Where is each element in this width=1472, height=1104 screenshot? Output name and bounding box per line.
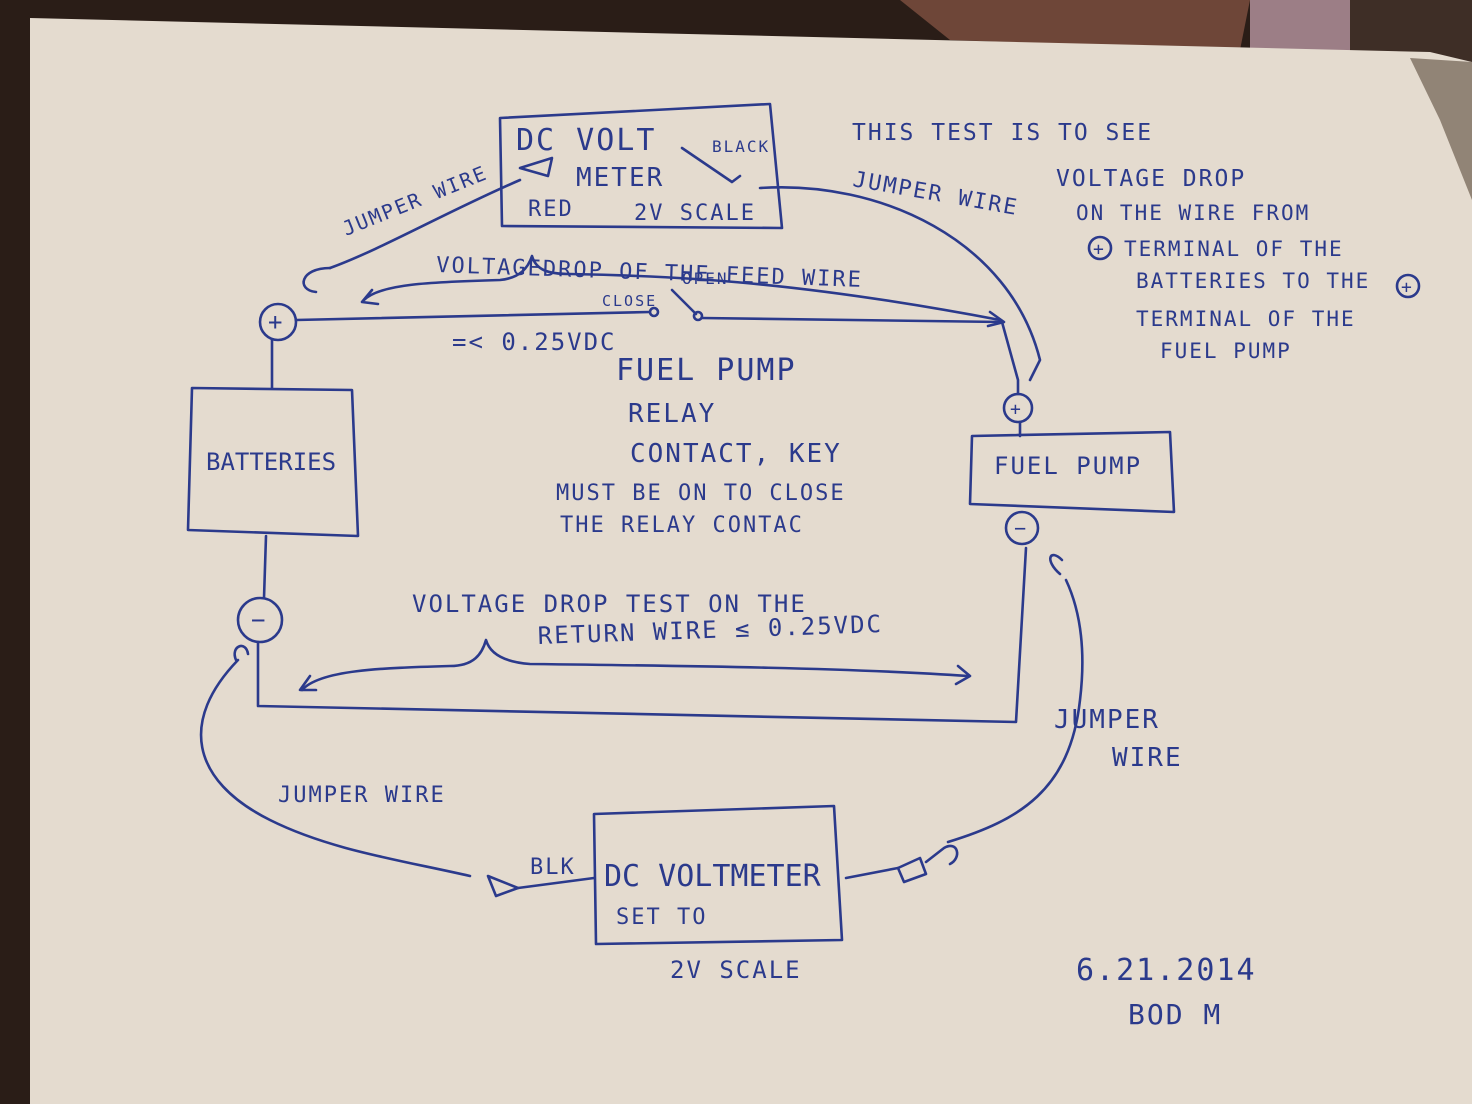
- batteries-box: [186, 386, 360, 538]
- pump-plus-sign: +: [1010, 399, 1023, 420]
- top-meter-scale: 2V SCALE: [634, 201, 756, 226]
- bottom-left-clip: [233, 644, 250, 662]
- signature-date: 6.21.2014: [1076, 953, 1257, 988]
- top-meter-box: [498, 102, 784, 230]
- relay-switch-contact-a: [648, 306, 660, 318]
- relay-line5: THE RELAY CONTAC: [560, 513, 804, 538]
- relay-line3: CONTACT, KEY: [630, 439, 842, 469]
- jumper-label-bottom-right-1: JUMPER: [1054, 705, 1160, 735]
- top-red-clip: [302, 266, 332, 294]
- return-bracket: [300, 638, 970, 692]
- note-line1: THIS TEST IS TO SEE: [852, 120, 1153, 146]
- note-plus-circle-2: [1395, 273, 1421, 299]
- note-line7: FUEL PUMP: [1160, 339, 1292, 363]
- top-meter-black-label: BLACK: [712, 137, 770, 156]
- bottom-right-clip: [1049, 553, 1064, 576]
- top-black-probe: [680, 146, 742, 184]
- top-black-jumper: [758, 186, 1042, 382]
- feed-value: =< 0.25VDC: [452, 328, 617, 356]
- note-line6: TERMINAL OF THE: [1136, 307, 1356, 331]
- relay-line4: MUST BE ON TO CLOSE: [556, 481, 846, 506]
- relay-line1: FUEL PUMP: [616, 353, 797, 388]
- feed-arrow-left: [360, 288, 380, 306]
- signature-name: BOD M: [1128, 998, 1222, 1031]
- pump-minus-terminal: [1004, 510, 1040, 546]
- top-meter-line2: METER: [576, 163, 664, 193]
- battery-minus-lead: [262, 534, 268, 600]
- switch-close-label: CLOSE: [602, 292, 657, 310]
- note-line2: VOLTAGE DROP: [1056, 166, 1246, 192]
- relay-line2: RELAY: [628, 399, 716, 429]
- return-line1: VOLTAGE DROP TEST ON THE: [412, 590, 807, 618]
- jumper-label-bottom-left: JUMPER WIRE: [278, 783, 446, 808]
- bottom-meter-box: [592, 804, 844, 946]
- note-line5: BATTERIES TO THE: [1136, 269, 1370, 293]
- feed-arrow-right: [986, 310, 1006, 328]
- paper-shadow: [1410, 58, 1472, 200]
- bottom-red-lead: [844, 866, 900, 880]
- note-plus-1: +: [1093, 239, 1106, 260]
- battery-minus-sign: −: [251, 606, 267, 634]
- top-meter-red-label: RED: [528, 197, 574, 222]
- top-red-probe: [518, 156, 554, 178]
- feed-wire: [294, 310, 652, 322]
- bottom-right-clip-end: [924, 844, 959, 866]
- bottom-left-probe: [486, 874, 520, 898]
- note-plus-2: +: [1401, 277, 1414, 298]
- fabric-top-highlight: [900, 0, 1250, 50]
- fuel-pump-label: FUEL PUMP: [994, 452, 1142, 480]
- return-arrow-right: [954, 664, 972, 686]
- note-plus-circle-1: [1087, 235, 1113, 261]
- top-red-jumper: [328, 178, 522, 270]
- feed-bracket: [362, 254, 1002, 322]
- relay-switch-contact-b: [692, 310, 704, 322]
- top-meter-line1: DC VOLT: [516, 123, 656, 158]
- return-arrow-left: [298, 674, 318, 692]
- feed-wire-to-pump: [700, 316, 1020, 396]
- batteries-label: BATTERIES: [206, 448, 336, 476]
- switch-open-label: OPEN: [682, 269, 729, 288]
- battery-minus-terminal: [236, 596, 284, 644]
- bottom-left-jumper: [199, 658, 472, 878]
- bottom-meter-blk: BLK: [530, 855, 576, 880]
- battery-plus-sign: +: [268, 308, 284, 336]
- note-line3: ON THE WIRE FROM: [1076, 201, 1310, 225]
- bottom-meter-line1: DC VOLTMETER: [604, 859, 822, 894]
- note-line4: TERMINAL OF THE: [1124, 237, 1344, 261]
- bottom-meter-scale: 2V SCALE: [670, 956, 802, 984]
- bottom-right-jumper: [946, 578, 1084, 844]
- return-wire: [256, 546, 1028, 724]
- bottom-right-probe: [896, 856, 928, 884]
- jumper-label-bottom-right-2: WIRE: [1112, 743, 1183, 773]
- bottom-meter-line2: SET TO: [616, 905, 707, 930]
- pump-minus-sign: −: [1014, 516, 1028, 540]
- fuel-pump-box: [968, 430, 1176, 514]
- battery-plus-terminal: [258, 302, 298, 342]
- bottom-blk-lead: [516, 876, 596, 890]
- relay-switch-arm: [670, 288, 698, 316]
